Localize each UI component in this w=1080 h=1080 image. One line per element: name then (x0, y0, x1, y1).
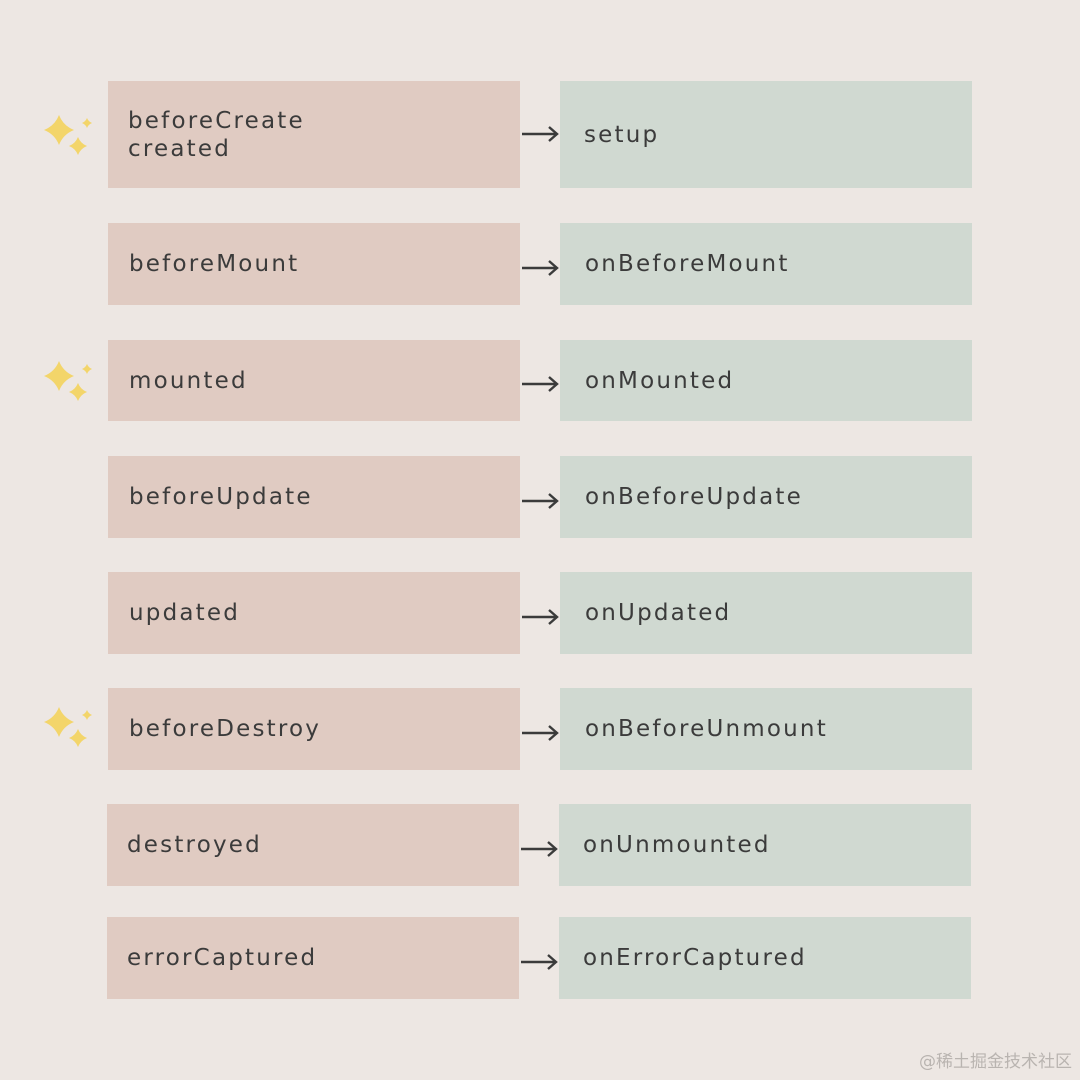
composition-api-hook-box: onBeforeUpdate (560, 456, 972, 538)
mapping-row: destroyed onUnmounted (0, 804, 1080, 886)
sparkles-icon (42, 360, 96, 404)
right-arrow-icon (519, 952, 559, 972)
mapping-row: mounted onMounted (0, 340, 1080, 421)
options-api-hook-box: updated (108, 572, 520, 654)
composition-api-hook-box: onBeforeMount (560, 223, 972, 305)
options-api-hook-box: destroyed (107, 804, 519, 886)
composition-api-hook-box: onBeforeUnmount (560, 688, 972, 770)
right-arrow-icon (520, 723, 560, 743)
composition-api-hook-box: setup (560, 81, 972, 188)
right-arrow-icon (520, 374, 560, 394)
mapping-row: beforeCreate created setup (0, 81, 1080, 188)
options-api-hook-box: beforeMount (108, 223, 520, 305)
composition-api-hook-box: onMounted (560, 340, 972, 421)
options-api-hook-box: beforeDestroy (108, 688, 520, 770)
options-api-hook-box: errorCaptured (107, 917, 519, 999)
right-arrow-icon (520, 258, 560, 278)
composition-api-hook-box: onErrorCaptured (559, 917, 971, 999)
options-api-hook-box: beforeCreate created (108, 81, 520, 188)
sparkles-icon (42, 114, 96, 158)
mapping-row: beforeMount onBeforeMount (0, 223, 1080, 305)
mapping-row: updated onUpdated (0, 572, 1080, 654)
right-arrow-icon (520, 607, 560, 627)
right-arrow-icon (520, 491, 560, 511)
mapping-row: errorCaptured onErrorCaptured (0, 917, 1080, 999)
mapping-row: beforeDestroy onBeforeUnmount (0, 688, 1080, 770)
composition-api-hook-box: onUpdated (560, 572, 972, 654)
watermark: @稀土掘金技术社区 (919, 1052, 1072, 1072)
options-api-hook-box: mounted (108, 340, 520, 421)
mapping-row: beforeUpdate onBeforeUpdate (0, 456, 1080, 538)
right-arrow-icon (519, 839, 559, 859)
right-arrow-icon (520, 124, 560, 144)
composition-api-hook-box: onUnmounted (559, 804, 971, 886)
sparkles-icon (42, 706, 96, 750)
options-api-hook-box: beforeUpdate (108, 456, 520, 538)
